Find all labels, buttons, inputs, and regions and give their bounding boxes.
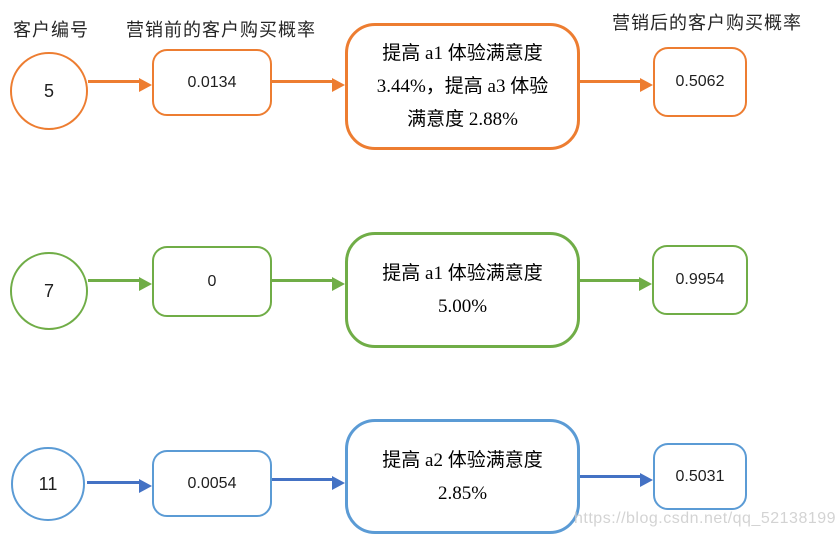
pre-probability-value: 0.0054 [187, 474, 237, 492]
pre-probability-value: 0.0134 [187, 73, 237, 91]
post-probability-value: 0.9954 [675, 271, 725, 288]
pre-probability-box: 0.0054 [152, 450, 272, 517]
post-probability-value: 0.5062 [675, 73, 725, 90]
action-line: 5.00% [437, 296, 488, 317]
pre-probability-value: 0 [207, 272, 217, 290]
watermark: https://blog.csdn.net/qq_52138199 [574, 510, 837, 527]
arrow-right-icon [88, 276, 152, 291]
arrow-right-icon [272, 475, 345, 490]
action-line: 满意度 2.88% [407, 109, 518, 130]
action-box: 提高 a1 体验满意度 3.44%，提高 a3 体验 满意度 2.88% [345, 23, 580, 150]
arrow-right-icon [272, 77, 345, 92]
action-box: 提高 a1 体验满意度 5.00% [345, 232, 580, 348]
action-line: 2.85% [437, 482, 488, 504]
customer-id-label: 11 [38, 473, 58, 494]
action-line: 提高 a1 体验满意度 [382, 43, 543, 64]
arrow-right-icon [580, 276, 652, 291]
arrow-right-icon [88, 77, 152, 92]
arrow-right-icon [272, 276, 345, 291]
customer-circle: 5 [10, 52, 88, 130]
action-box: 提高 a2 体验满意度 2.85% [345, 419, 580, 534]
column-header-pre-probability: 营销前的客户购买概率 [126, 20, 316, 40]
column-header-post-probability: 营销后的客户购买概率 [612, 13, 802, 33]
pre-probability-box: 0 [152, 246, 272, 317]
customer-id-label: 7 [43, 280, 54, 301]
post-probability-box: 0.5062 [653, 47, 747, 117]
customer-circle: 11 [11, 447, 85, 521]
action-line: 提高 a2 体验满意度 [382, 449, 543, 471]
arrow-right-icon [87, 478, 152, 493]
column-header-customer-id: 客户编号 [13, 20, 89, 40]
post-probability-box: 0.5031 [653, 443, 747, 510]
customer-circle: 7 [10, 252, 88, 330]
pre-probability-box: 0.0134 [152, 49, 272, 116]
action-line: 提高 a1 体验满意度 [382, 263, 543, 284]
arrow-right-icon [580, 77, 653, 92]
post-probability-value: 0.5031 [675, 467, 725, 485]
action-line: 3.44%，提高 a3 体验 [376, 76, 549, 97]
arrow-right-icon [580, 472, 653, 487]
post-probability-box: 0.9954 [652, 245, 748, 315]
customer-id-label: 5 [43, 80, 54, 101]
